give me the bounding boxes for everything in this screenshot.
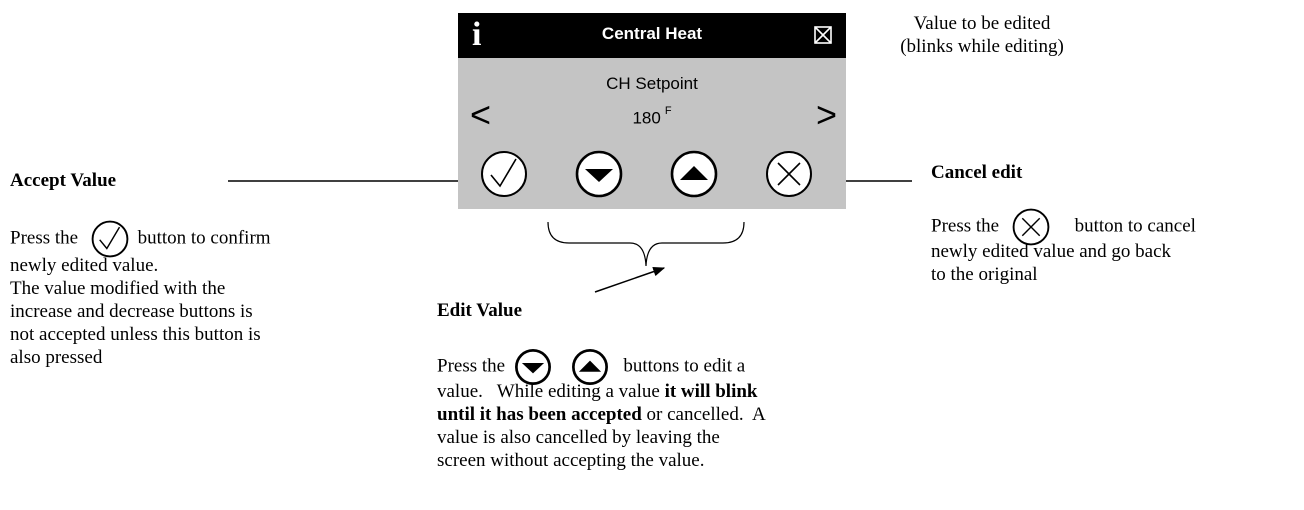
value-note: Value to be edited (blinks while editing… — [850, 12, 1114, 58]
edit-pointer-arrow — [594, 267, 666, 293]
cancel-callout: Cancel edit Press the button to cancel n… — [931, 161, 1301, 286]
up-arrow-icon — [571, 349, 608, 385]
increase-button[interactable] — [670, 150, 718, 198]
down-arrow-icon — [514, 349, 551, 385]
edit-callout: Edit Value Press the buttons to edit a v… — [437, 299, 857, 472]
accept-line6: also pressed — [10, 347, 103, 368]
accept-line4: increase and decrease buttons is — [10, 301, 253, 322]
cancel-heading: Cancel edit — [931, 162, 1023, 183]
decrease-button[interactable] — [575, 150, 623, 198]
accept-button[interactable] — [480, 150, 528, 198]
cancel-line2: newly edited value and go back — [931, 241, 1172, 262]
value-number: 180 — [632, 108, 661, 128]
value-note-line1: Value to be edited — [913, 13, 1051, 34]
info-icon[interactable]: i — [472, 16, 482, 53]
accept-line2: newly edited value. — [10, 255, 159, 276]
edit-brace — [547, 221, 745, 267]
accept-line1: Press the button to confirm — [10, 220, 390, 258]
close-icon[interactable] — [814, 26, 832, 44]
x-icon — [1012, 208, 1050, 246]
previous-arrow-button[interactable]: < — [470, 94, 492, 135]
cancel-line3: to the original — [931, 264, 1038, 285]
accept-line5: not accepted unless this button is — [10, 324, 261, 345]
edit-heading: Edit Value — [437, 300, 523, 321]
edit-line3: until it has been accepted or cancelled.… — [437, 404, 766, 425]
value-unit: F — [664, 105, 672, 117]
check-icon — [91, 220, 129, 258]
accept-callout: Accept Value Press the button to confirm… — [10, 169, 390, 369]
down-arrow-icon — [585, 169, 613, 182]
title-bar: i Central Heat — [458, 13, 846, 58]
up-arrow-icon — [680, 166, 708, 180]
cancel-line1: Press the button to cancel — [931, 208, 1301, 246]
x-icon — [777, 162, 801, 186]
setpoint-label: CH Setpoint — [606, 74, 698, 93]
value-note-line2: (blinks while editing) — [900, 36, 1064, 57]
edit-line4: value is also cancelled by leaving the — [437, 427, 720, 448]
edit-line2: value. While editing a value it will bli… — [437, 381, 758, 402]
accept-line3: The value modified with the — [10, 278, 226, 299]
next-arrow-button[interactable]: > — [816, 94, 838, 135]
screen-title: Central Heat — [601, 24, 703, 43]
edit-line5: screen without accepting the value. — [437, 450, 705, 471]
accept-heading: Accept Value — [10, 170, 117, 191]
edit-line1: Press the buttons to edit a — [437, 348, 857, 386]
check-icon — [481, 151, 527, 197]
cancel-button[interactable] — [765, 150, 813, 198]
